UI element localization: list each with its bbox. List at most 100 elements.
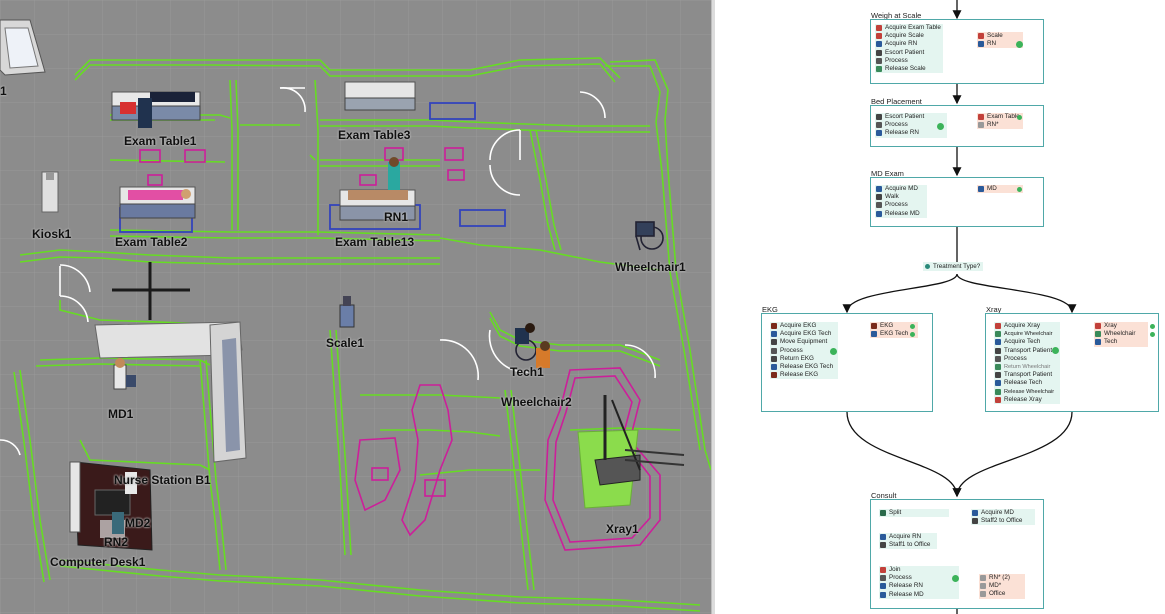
resource-md[interactable]: MD [977, 185, 1023, 193]
step-process[interactable]: Process [879, 574, 959, 582]
step-acquire-md[interactable]: Acquire MD [875, 185, 927, 193]
move-icon [771, 339, 777, 346]
xray-steps: Acquire Xray Acquire Wheelchair Acquire … [994, 322, 1060, 404]
label-kiosk1: Kiosk1 [32, 227, 72, 241]
step-acquire-exam-table[interactable]: Acquire Exam Table [875, 24, 943, 32]
acquire-icon [876, 25, 882, 31]
step-acquire-xray[interactable]: Acquire Xray [994, 322, 1060, 330]
label-edge-mark: 1 [0, 84, 7, 98]
office-icon [980, 591, 986, 598]
walk-icon [972, 518, 978, 525]
activity-weigh-at-scale[interactable]: Acquire Exam Table Acquire Scale Acquire… [870, 19, 1044, 84]
ekg-resources: EKG EKG Tech [870, 322, 918, 339]
step-walk[interactable]: Walk [875, 193, 927, 201]
activity-xray[interactable]: Acquire Xray Acquire Wheelchair Acquire … [985, 313, 1159, 412]
step-release-xray[interactable]: Release Xray [994, 396, 1060, 404]
exam-table2[interactable] [119, 186, 196, 219]
scale-icon [978, 33, 984, 39]
step-acquire-md[interactable]: Acquire MD [971, 509, 1035, 517]
step-acquire-wheelchair[interactable]: Acquire Wheelchair [994, 330, 1060, 338]
ekg-icon [871, 323, 877, 329]
step-join[interactable]: Join [879, 566, 959, 574]
step-process[interactable]: Process [875, 201, 927, 209]
step-release-ekg-tech[interactable]: Release EKG Tech [770, 363, 838, 371]
model-3d-view[interactable]: 1 Exam Table1 Exam Table3 Exam Table2 Ex… [0, 0, 711, 614]
activity-consult[interactable]: Split Acquire MD Staff2 to Office Acquir… [870, 499, 1044, 609]
step-transport-patient-2[interactable]: Transport Patient [994, 371, 1060, 379]
floor-plan-canvas[interactable] [0, 0, 711, 614]
step-acquire-ekg[interactable]: Acquire EKG [770, 322, 838, 330]
exam-table13[interactable] [339, 157, 416, 221]
resource-rn-any[interactable]: RN* [977, 121, 1023, 129]
resource-xray[interactable]: Xray [1094, 322, 1148, 330]
xray-resources: Xray Wheelchair Tech [1094, 322, 1148, 347]
label-scale1: Scale1 [326, 336, 365, 350]
step-acquire-ekg-tech[interactable]: Acquire EKG Tech [770, 330, 838, 338]
step-escort-patient[interactable]: Escort Patient [875, 113, 947, 121]
exam-table1[interactable] [111, 91, 201, 128]
step-release-rn[interactable]: Release RN [879, 582, 959, 590]
step-acquire-rn[interactable]: Acquire RN [875, 40, 943, 48]
step-acquire-rn[interactable]: Acquire RN [879, 533, 937, 541]
person-icon [980, 583, 986, 590]
person-icon [871, 331, 877, 338]
step-move-equipment[interactable]: Move Equipment [770, 338, 838, 346]
step-transport-patient[interactable]: Transport Patient [994, 347, 1060, 355]
step-release-ekg[interactable]: Release EKG [770, 371, 838, 379]
step-acquire-tech[interactable]: Acquire Tech [994, 338, 1060, 346]
wheelchair1[interactable] [635, 221, 664, 251]
walk-icon [880, 542, 886, 549]
activity-md-exam[interactable]: Acquire MD Walk Process Release MD MD [870, 177, 1044, 227]
busy-indicator [1150, 324, 1155, 329]
step-process[interactable]: Process [770, 347, 838, 355]
label-exam-table2: Exam Table2 [115, 235, 188, 249]
step-process[interactable]: Process [875, 57, 943, 65]
md1-figure[interactable] [113, 358, 136, 390]
wheelchair-icon [995, 388, 1001, 395]
step-return-wheelchair[interactable]: Return Wheelchair [994, 363, 1060, 371]
resource-wheelchair[interactable]: Wheelchair [1094, 330, 1148, 338]
activity-ekg[interactable]: Acquire EKG Acquire EKG Tech Move Equipm… [761, 313, 933, 412]
resource-ekg[interactable]: EKG [870, 322, 918, 330]
wheelchair2[interactable] [515, 323, 550, 368]
resource-scale[interactable]: Scale [977, 32, 1023, 40]
person-icon [876, 41, 882, 48]
consult-branch-b: Acquire MD Staff2 to Office [971, 509, 1035, 526]
label-md1: MD1 [108, 407, 134, 421]
step-return-ekg[interactable]: Return EKG [770, 355, 838, 363]
step-acquire-scale[interactable]: Acquire Scale [875, 32, 943, 40]
resource-tech[interactable]: Tech [1094, 338, 1148, 346]
exam-table3[interactable] [344, 81, 416, 111]
step-release-md[interactable]: Release MD [875, 210, 927, 218]
resource-ekg-tech[interactable]: EKG Tech [870, 330, 918, 338]
step-release-md[interactable]: Release MD [879, 591, 959, 599]
resource-rn-any-2[interactable]: RN* (2) [979, 574, 1025, 582]
pane-splitter[interactable] [711, 0, 715, 614]
decision-treatment-type[interactable]: Treatment Type? [923, 262, 984, 271]
xray-icon [1095, 323, 1101, 329]
resource-office[interactable]: Office [979, 590, 1025, 598]
wheelchair-icon [1095, 331, 1101, 338]
consult-split: Split [879, 509, 949, 518]
process-flow-view[interactable]: Weigh at Scale Acquire Exam Table Acquir… [715, 0, 1165, 614]
resource-md-any[interactable]: MD* [979, 582, 1025, 590]
busy-indicator [1016, 41, 1023, 48]
resource-rn[interactable]: RN [977, 40, 1023, 48]
step-staff1-to-office[interactable]: Staff1 to Office [879, 541, 937, 549]
step-release-scale[interactable]: Release Scale [875, 65, 943, 73]
step-release-rn[interactable]: Release RN [875, 129, 947, 137]
step-release-wheelchair[interactable]: Release Wheelchair [994, 388, 1060, 396]
step-staff2-to-office[interactable]: Staff2 to Office [971, 517, 1035, 525]
step-process[interactable]: Process [994, 355, 1060, 363]
step-process[interactable]: Process [875, 121, 947, 129]
xray-machine[interactable] [577, 395, 685, 509]
kiosk[interactable] [41, 171, 59, 213]
step-release-tech[interactable]: Release Tech [994, 379, 1060, 387]
step-split[interactable]: Split [879, 509, 949, 517]
computer-desk[interactable] [69, 461, 153, 551]
scale[interactable] [339, 296, 355, 328]
resource-exam-table[interactable]: Exam Table [977, 113, 1023, 121]
step-escort-patient[interactable]: Escort Patient [875, 49, 943, 57]
release-icon [876, 210, 882, 217]
activity-bed-placement[interactable]: Escort Patient Process Release RN Exam T… [870, 105, 1044, 147]
